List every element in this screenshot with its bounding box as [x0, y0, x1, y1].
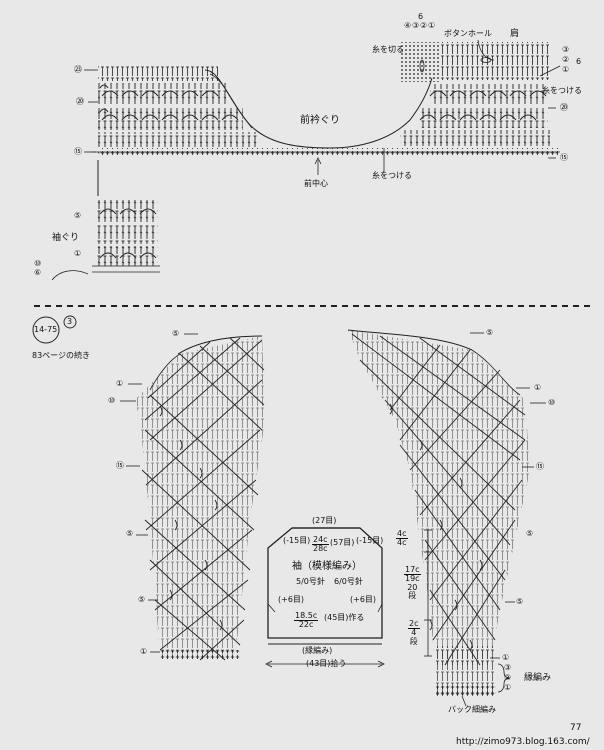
right-circle-3: ③ [562, 45, 570, 54]
schematic-title: 袖（模様編み） [292, 561, 362, 572]
right-dim-2-rows: 段 [409, 636, 418, 646]
label-attach-yarn: 糸をつける [542, 86, 582, 95]
right-row-1-bottom: ① [502, 653, 510, 662]
schematic-dim-57: (57目) [330, 538, 355, 547]
right-dim-20: 20 [407, 582, 418, 592]
right-dim-2-top: 2c [408, 619, 420, 630]
schematic-width-24: 24c [312, 535, 329, 546]
border-label: 縁編み [524, 673, 552, 683]
right-row-5b: ⑤ [516, 597, 524, 606]
row-number-15: ⑮ [74, 147, 82, 156]
schematic-border-label: (縁編み) [302, 646, 333, 655]
left-row-5a: ⑤ [126, 529, 134, 538]
schematic-pickup: (43目)拾う [306, 659, 347, 668]
left-row-5-top: ⑤ [172, 329, 180, 338]
label-front-center: 前中心 [304, 179, 328, 188]
left-row-10: ⑩ [108, 396, 116, 405]
right-dim-rows: 段 [408, 591, 417, 601]
cuff-row-10: ⑩ [34, 259, 42, 268]
top-circle-1: ① [428, 21, 436, 30]
front-yoke-chart [84, 39, 561, 196]
label-sleeve-opening: 袖ぐり [52, 233, 80, 243]
schematic-width-28: 28c [313, 544, 328, 554]
row-number-20: ⑳ [76, 97, 84, 106]
cuff-row-6: ⑥ [34, 268, 42, 277]
left-row-1-bottom: ① [140, 647, 148, 656]
label-attach-yarn-2: 糸をつける [372, 171, 412, 180]
left-row-15: ⑮ [116, 461, 124, 470]
schematic-needle-left: 5/0号針 [296, 577, 325, 586]
label-buttonhole: ボタンホール [444, 29, 492, 38]
top-circle-4: ④ [404, 21, 412, 30]
schematic-bottom-fraction: 18.5c 22c [294, 611, 319, 630]
row-number-23: ㉓ [74, 65, 82, 74]
right-row-15: ⑮ [536, 462, 544, 471]
schematic-cast-on: (45目)作る [324, 613, 365, 622]
cuff-row-1: ① [74, 249, 82, 258]
schematic-width-185: 18.5c [294, 611, 319, 622]
right-dim-2: 2c 4 段 [408, 619, 420, 646]
row-number-20-right: ⑳ [560, 103, 568, 112]
border-circle-1: ① [504, 683, 512, 692]
right-dim-2-4: 4 [411, 628, 417, 638]
row-number-15-right: ⑮ [560, 153, 568, 162]
top-circle-3: ③ [412, 21, 420, 30]
right-sleeve-chart [347, 329, 546, 707]
right-row-5a: ⑤ [526, 529, 534, 538]
right-circle-6: 6 [576, 57, 582, 66]
schematic-width-22: 22c [298, 620, 314, 630]
label-front-neckline: 前衿ぐり [300, 115, 340, 126]
schematic-inc-right: (+6目) [350, 595, 377, 604]
schematic-needle-right: 6/0号針 [334, 577, 363, 586]
right-circle-2: ② [562, 55, 570, 64]
right-dim-4: 4c 4c [396, 529, 408, 548]
right-row-1: ① [534, 383, 542, 392]
schematic-inc-left: (+6目) [278, 595, 305, 604]
label-shoulder: 肩 [510, 29, 520, 39]
left-row-1: ① [116, 379, 124, 388]
border-circle-2: ② [504, 673, 512, 682]
schematic-dec-right: (-15目) [356, 536, 384, 545]
border-circle-3: ③ [504, 663, 512, 672]
right-dim-4-bottom: 4c [397, 538, 407, 548]
right-row-10: ⑩ [548, 398, 556, 407]
page-number: 77 [570, 723, 582, 733]
left-row-5b: ⑤ [138, 595, 146, 604]
right-dim-17-top: 17c [404, 565, 421, 576]
top-circle-6: 6 [418, 12, 424, 21]
top-circle-2: ② [420, 21, 428, 30]
back-post-label: バック細編み [448, 705, 496, 714]
badge-number: 14-75 [34, 325, 58, 334]
sleeve-schematic [265, 527, 385, 668]
right-dim-4-top: 4c [396, 529, 408, 540]
cuff-row-5: ⑤ [74, 211, 82, 220]
right-row-5-top: ⑤ [486, 328, 494, 337]
label-continued: 83ページの続き [32, 351, 91, 360]
left-sleeve-chart [120, 333, 265, 661]
watermark-url: http://zimo973.blog.163.com/ [456, 737, 590, 747]
label-cut-yarn: 糸を切る [372, 45, 404, 54]
schematic-width-fraction: 24c 28c [312, 535, 329, 554]
badge-sub: 3 [67, 317, 73, 326]
right-dim-19: 19c [405, 574, 420, 584]
right-dim-17: 17c 19c 20 段 [404, 565, 421, 601]
cuff-chart [51, 200, 160, 281]
schematic-dec-left: (-15目) [283, 536, 311, 545]
right-circle-1: ① [562, 65, 570, 74]
schematic-top-width: (27目) [312, 516, 337, 525]
